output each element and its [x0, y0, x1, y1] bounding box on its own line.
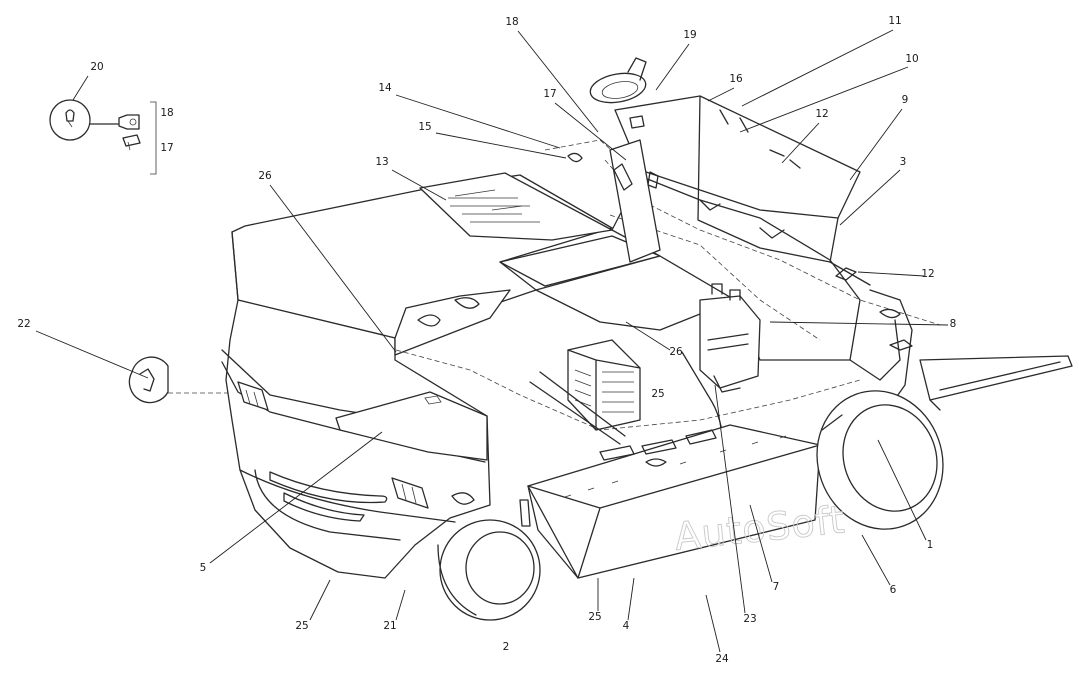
leader-line-26: [269, 184, 397, 353]
callout-label-16: 16: [729, 73, 743, 85]
callout-label-14: 14: [378, 82, 392, 94]
callout-label-7: 7: [773, 581, 780, 593]
callout-label-4: 4: [623, 620, 630, 632]
leader-line-14: [395, 94, 561, 149]
front-tray: [519, 424, 821, 579]
callout-label-24: 24: [715, 653, 729, 665]
callout-label-13: 13: [375, 156, 388, 168]
callout-label-3: 3: [900, 156, 907, 168]
callout-label-20: 20: [90, 61, 103, 73]
callout-label-15: 15: [418, 121, 431, 133]
fork-arm: [919, 355, 1073, 411]
leader-line-7: [749, 504, 773, 583]
callout-label-5: 5: [200, 562, 207, 574]
callout-label-9: 9: [902, 94, 909, 106]
leader-line-16: [707, 87, 735, 102]
callout-leaders: [35, 29, 949, 653]
leader-line-25: [309, 579, 331, 621]
callout-label-6: 6: [890, 584, 897, 596]
callout-label-23: 23: [743, 613, 756, 625]
callout-label-25: 25: [295, 620, 308, 632]
leader-line-15: [435, 132, 567, 159]
battery-compartment: [529, 283, 761, 473]
leader-line-12: [857, 271, 925, 277]
callout-label-12: 12: [921, 268, 934, 280]
callout-label-22: 22: [17, 318, 30, 330]
callout-label-12: 12: [815, 108, 828, 120]
leader-line-3: [839, 169, 901, 226]
callout-label-17: 17: [543, 88, 556, 100]
inset-detail-bulb: [49, 99, 157, 175]
leader-line-4: [627, 577, 635, 621]
leader-line-18: [517, 30, 599, 133]
leader-line-23: [714, 384, 746, 614]
callout-label-10: 10: [905, 53, 918, 65]
headlights: [237, 381, 475, 509]
leader-line-12: [781, 122, 820, 164]
callout-label-26: 26: [669, 346, 683, 358]
callout-label-25: 25: [588, 611, 601, 623]
leader-line-11: [741, 29, 894, 107]
callout-label-1: 1: [927, 539, 934, 551]
callout-label-19: 19: [683, 29, 696, 41]
callout-label-25: 25: [651, 388, 664, 400]
leader-line-13: [391, 169, 447, 201]
leader-line-22: [35, 330, 149, 379]
leader-line-8: [769, 321, 949, 326]
callout-label-26: 26: [258, 170, 272, 182]
leader-line-9: [849, 108, 903, 181]
leader-line-24: [705, 594, 721, 653]
wheels: [437, 390, 944, 621]
callout-label-18: 18: [505, 16, 518, 28]
leader-line-19: [655, 43, 690, 91]
leader-line-1: [877, 439, 927, 541]
leader-line-20: [72, 75, 89, 101]
leader-line-5: [209, 431, 383, 564]
callout-label-17: 17: [160, 142, 173, 154]
rear-panel-assembly: [567, 57, 913, 351]
callout-label-18: 18: [160, 107, 173, 119]
leader-line-17: [554, 102, 627, 161]
leader-line-21: [395, 589, 406, 621]
callout-label-21: 21: [383, 620, 396, 632]
vehicle-body: [221, 139, 941, 579]
callout-label-2: 2: [503, 641, 510, 653]
leader-line-10: [739, 66, 909, 133]
leader-line-6: [861, 534, 891, 586]
leader-line-26: [625, 321, 671, 351]
callout-label-8: 8: [950, 318, 957, 330]
callout-label-11: 11: [888, 15, 901, 27]
